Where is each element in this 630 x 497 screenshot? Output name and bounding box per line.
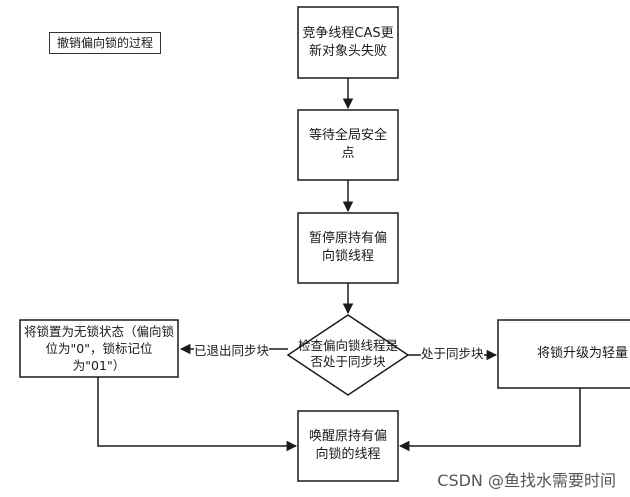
box-upgrade-light: [497, 319, 630, 389]
box-pause-thread: [297, 212, 399, 284]
node-wake-thread: 唤醒原持有偏向锁的线程: [308, 429, 387, 462]
diagram-title: 撤销偏向锁的过程: [49, 32, 161, 54]
diamond-check-sync: [286, 314, 410, 396]
node-set-unlocked: 将锁置为无锁状态（偏向锁位为"0"，锁标记位为"01"）: [24, 324, 175, 373]
box-wait-safepoint: [297, 109, 399, 181]
edge-label-in-sync: 处于同步块: [421, 346, 484, 362]
watermark: CSDN @鱼找水需要时间: [437, 471, 616, 490]
arrow-upgrade-to-wake: [398, 388, 581, 452]
node-check-sync: 检查偏向锁线程是否处于同步块: [298, 338, 399, 369]
arrow-unlocked-to-wake: [97, 377, 298, 452]
node-pause-thread: 暂停原持有偏向锁线程: [308, 231, 387, 264]
box-wake-thread: [297, 410, 399, 482]
box-cas-fail: [297, 6, 399, 79]
box-set-unlocked: [19, 319, 179, 378]
edge-label-exited-sync: 已退出同步块: [194, 343, 270, 359]
node-cas-fail: 竞争线程CAS更新对象头失败: [302, 25, 394, 59]
node-upgrade-light: 将锁升级为轻量: [536, 346, 628, 361]
node-wait-safepoint: 等待全局安全点: [308, 128, 387, 161]
